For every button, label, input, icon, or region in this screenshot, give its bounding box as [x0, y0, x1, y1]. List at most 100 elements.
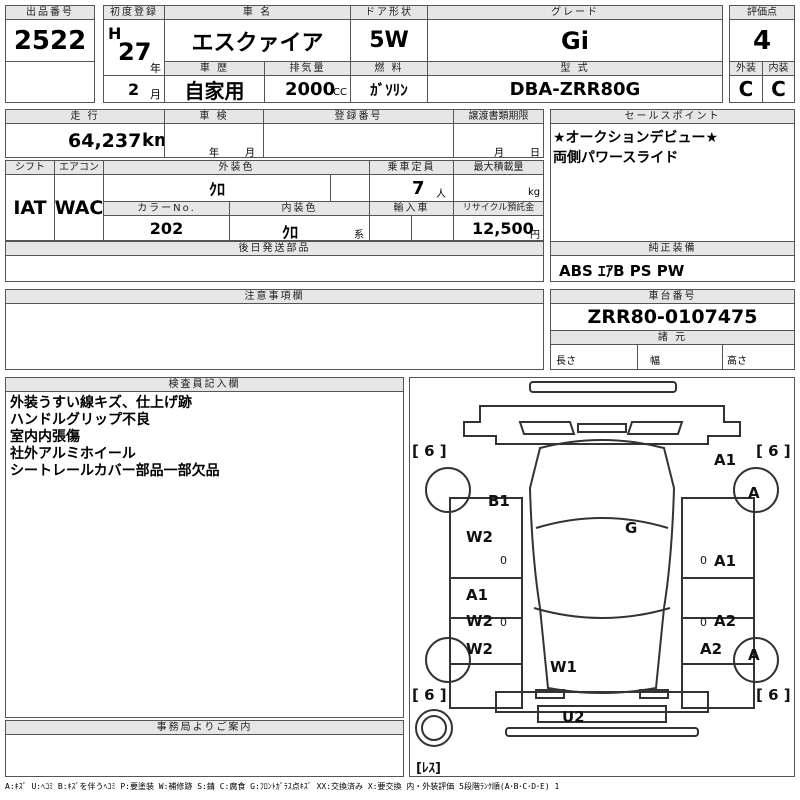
- shift: IAT: [5, 174, 55, 241]
- equipment: ABS ｴｱB PS PW: [550, 255, 795, 282]
- damage-mark: A1: [714, 552, 736, 570]
- color-no-header: カラーNo.: [103, 201, 230, 216]
- office-header: 事務局よりご案内: [5, 720, 404, 735]
- later-parts-cell: [5, 255, 544, 282]
- displacement: 2000: [285, 79, 336, 100]
- plate-header: 登録番号: [263, 109, 454, 124]
- ac: WAC: [54, 174, 104, 241]
- inspector-line: 室内内張傷: [10, 429, 80, 445]
- int-header: 内装: [762, 61, 795, 76]
- damage-mark: W2: [466, 528, 493, 546]
- load-header: 最大積載量: [453, 160, 544, 175]
- spec-width: 幅: [637, 344, 723, 370]
- equip-header: 純正装備: [550, 241, 795, 256]
- shift-header: シフト: [5, 160, 55, 175]
- damage-mark: W2: [466, 612, 493, 630]
- interior: ｸﾛ: [282, 223, 299, 241]
- reg-year-cell: H 27 年: [103, 19, 165, 76]
- seats: 7: [412, 178, 425, 199]
- import-cell-a: [369, 215, 412, 241]
- damage-mark: A1: [714, 451, 736, 469]
- later-parts-header: 後日発送部品: [5, 241, 544, 256]
- inspector-header: 検査員記入欄: [5, 377, 404, 392]
- grade: Gi: [427, 19, 723, 62]
- office-cell: [5, 734, 404, 777]
- damage-mark: B1: [488, 492, 510, 510]
- import-cell-b: [411, 215, 454, 241]
- month-unit: 月: [150, 88, 161, 101]
- reg-month-cell: 2 月: [103, 75, 165, 103]
- damage-mark: 0: [500, 554, 507, 567]
- load-unit: kg: [528, 187, 541, 198]
- insp-month-unit: 月: [245, 148, 255, 158]
- doors-header: ドア形状: [350, 5, 428, 20]
- color-header: 外装色: [103, 160, 370, 175]
- insp-year-unit: 年: [209, 148, 219, 158]
- load-cell: kg: [453, 174, 544, 202]
- spec-height: 高さ: [722, 344, 795, 370]
- seats-unit: 人: [436, 189, 446, 200]
- inspector-line: ハンドルグリップ不良: [10, 412, 150, 428]
- mileage-header: 走 行: [5, 109, 165, 124]
- color: ｸﾛ: [103, 174, 331, 202]
- spec-header: 諸 元: [550, 330, 795, 345]
- name-header: 車 名: [164, 5, 351, 20]
- damage-mark: A2: [714, 612, 736, 630]
- interior-cell: ｸﾛ 系: [229, 215, 370, 241]
- color-extra: [330, 174, 370, 202]
- recycle: 12,500: [472, 219, 534, 238]
- inspection-cell: 年 月: [164, 123, 264, 158]
- reg-header: 初度登録: [103, 5, 165, 20]
- spec-length: 長さ: [550, 344, 638, 370]
- sales-line: 両側パワースライド: [553, 150, 679, 166]
- damage-mark: 0: [700, 616, 707, 629]
- ac-header: エアコン: [54, 160, 104, 175]
- import-header: 輸入車: [369, 201, 454, 216]
- tire-front-right: [ 6 ]: [756, 442, 791, 460]
- sales-cell: ★オークションデビュー★ 両側パワースライド: [550, 123, 795, 242]
- score: 4: [729, 19, 795, 62]
- history: 自家用: [164, 75, 265, 103]
- displacement-cell: 2000 CC: [264, 75, 351, 103]
- inspector-cell: 外装うすい線キズ、仕上げ跡 ハンドルグリップ不良 室内内張傷 社外アルミホイール…: [5, 391, 404, 718]
- deadline-header: 譲渡書類期限: [453, 109, 544, 124]
- fuel-header: 燃 料: [350, 61, 428, 76]
- mileage-unit: km: [142, 130, 164, 151]
- chassis-header: 車台番号: [550, 289, 795, 304]
- damage-mark: A: [748, 646, 760, 664]
- damage-mark: G: [625, 519, 637, 537]
- displacement-header: 排気量: [264, 61, 351, 76]
- int-grade: C: [762, 75, 795, 103]
- car-diagram-frame: [ 6 ] [ 6 ] [ 6 ] [ 6 ] [ﾚｽ] A1 A B1 G W…: [409, 377, 795, 777]
- inspection-header: 車 検: [164, 109, 264, 124]
- seats-cell: 7 人: [369, 174, 454, 202]
- deadline-month-unit: 月: [494, 148, 504, 158]
- interior-suffix: 系: [354, 230, 364, 241]
- tire-rear-right: [ 6 ]: [756, 686, 791, 704]
- color-no: 202: [103, 215, 230, 241]
- history-header: 車 歴: [164, 61, 265, 76]
- inspector-line: 社外アルミホイール: [10, 446, 136, 462]
- damage-mark: A1: [466, 586, 488, 604]
- fuel: ｶﾞｿﾘﾝ: [350, 75, 428, 103]
- plate-cell: [263, 123, 454, 158]
- score-header: 評価点: [729, 5, 795, 20]
- seats-header: 乗車定員: [369, 160, 454, 175]
- recycle-header: リサイクル預託金: [453, 201, 544, 216]
- lot-blank: [5, 61, 95, 103]
- recycle-cell: 12,500 円: [453, 215, 544, 241]
- recycle-unit: 円: [530, 230, 540, 241]
- car-name: エスクァイア: [164, 19, 351, 62]
- damage-mark: 0: [700, 554, 707, 567]
- deadline-day-unit: 日: [530, 148, 540, 158]
- damage-mark: 0: [500, 616, 507, 629]
- car-diagram: [ 6 ] [ 6 ] [ 6 ] [ 6 ] [ﾚｽ] A1 A B1 G W…: [412, 381, 791, 776]
- tire-front-left: [ 6 ]: [412, 442, 447, 460]
- damage-mark: W1: [550, 658, 577, 676]
- caution-header: 注意事項欄: [5, 289, 544, 304]
- model: DBA-ZRR80G: [427, 75, 723, 103]
- interior-header: 内装色: [229, 201, 370, 216]
- model-header: 型 式: [427, 61, 723, 76]
- era: H: [108, 24, 122, 43]
- reg-month: 2: [128, 80, 140, 99]
